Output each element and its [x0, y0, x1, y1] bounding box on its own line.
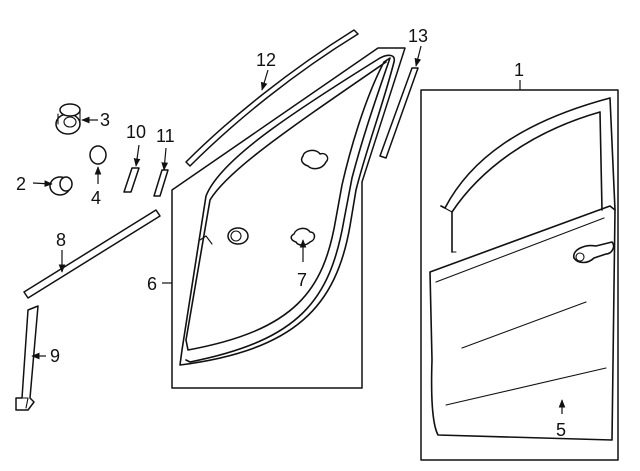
- leader-lines: [31, 45, 566, 414]
- strip-part-11[interactable]: [153, 169, 169, 197]
- plug-part-4[interactable]: [89, 145, 107, 165]
- callout-11: 11: [156, 126, 175, 146]
- callout-4: 4: [91, 188, 101, 208]
- callout-1: 1: [514, 60, 524, 80]
- upper-strip-part-12[interactable]: [185, 29, 359, 167]
- callout-10: 10: [126, 122, 146, 142]
- bumper-part-2[interactable]: [49, 176, 73, 196]
- door-shell-part-1[interactable]: [420, 89, 619, 461]
- callout-5: 5: [556, 420, 566, 440]
- vertical-strip-part-13[interactable]: [379, 67, 419, 159]
- weatherstrip-part-6[interactable]: [171, 47, 406, 389]
- callout-9: 9: [50, 346, 60, 366]
- callout-6: 6: [147, 274, 157, 294]
- run-channel-part-9[interactable]: [15, 305, 39, 411]
- callout-12: 12: [256, 50, 276, 70]
- callout-13: 13: [408, 26, 428, 46]
- strip-part-10[interactable]: [123, 167, 140, 193]
- callout-2: 2: [16, 174, 26, 194]
- callout-8: 8: [56, 230, 66, 250]
- callout-3: 3: [100, 110, 110, 130]
- callout-7: 7: [297, 270, 307, 290]
- grommet-part-3[interactable]: [55, 103, 81, 135]
- belt-molding-part-8[interactable]: [23, 209, 161, 299]
- callout-labels: 1 2 3 4 5 6 7 8 9 10 11 12 13: [16, 26, 566, 440]
